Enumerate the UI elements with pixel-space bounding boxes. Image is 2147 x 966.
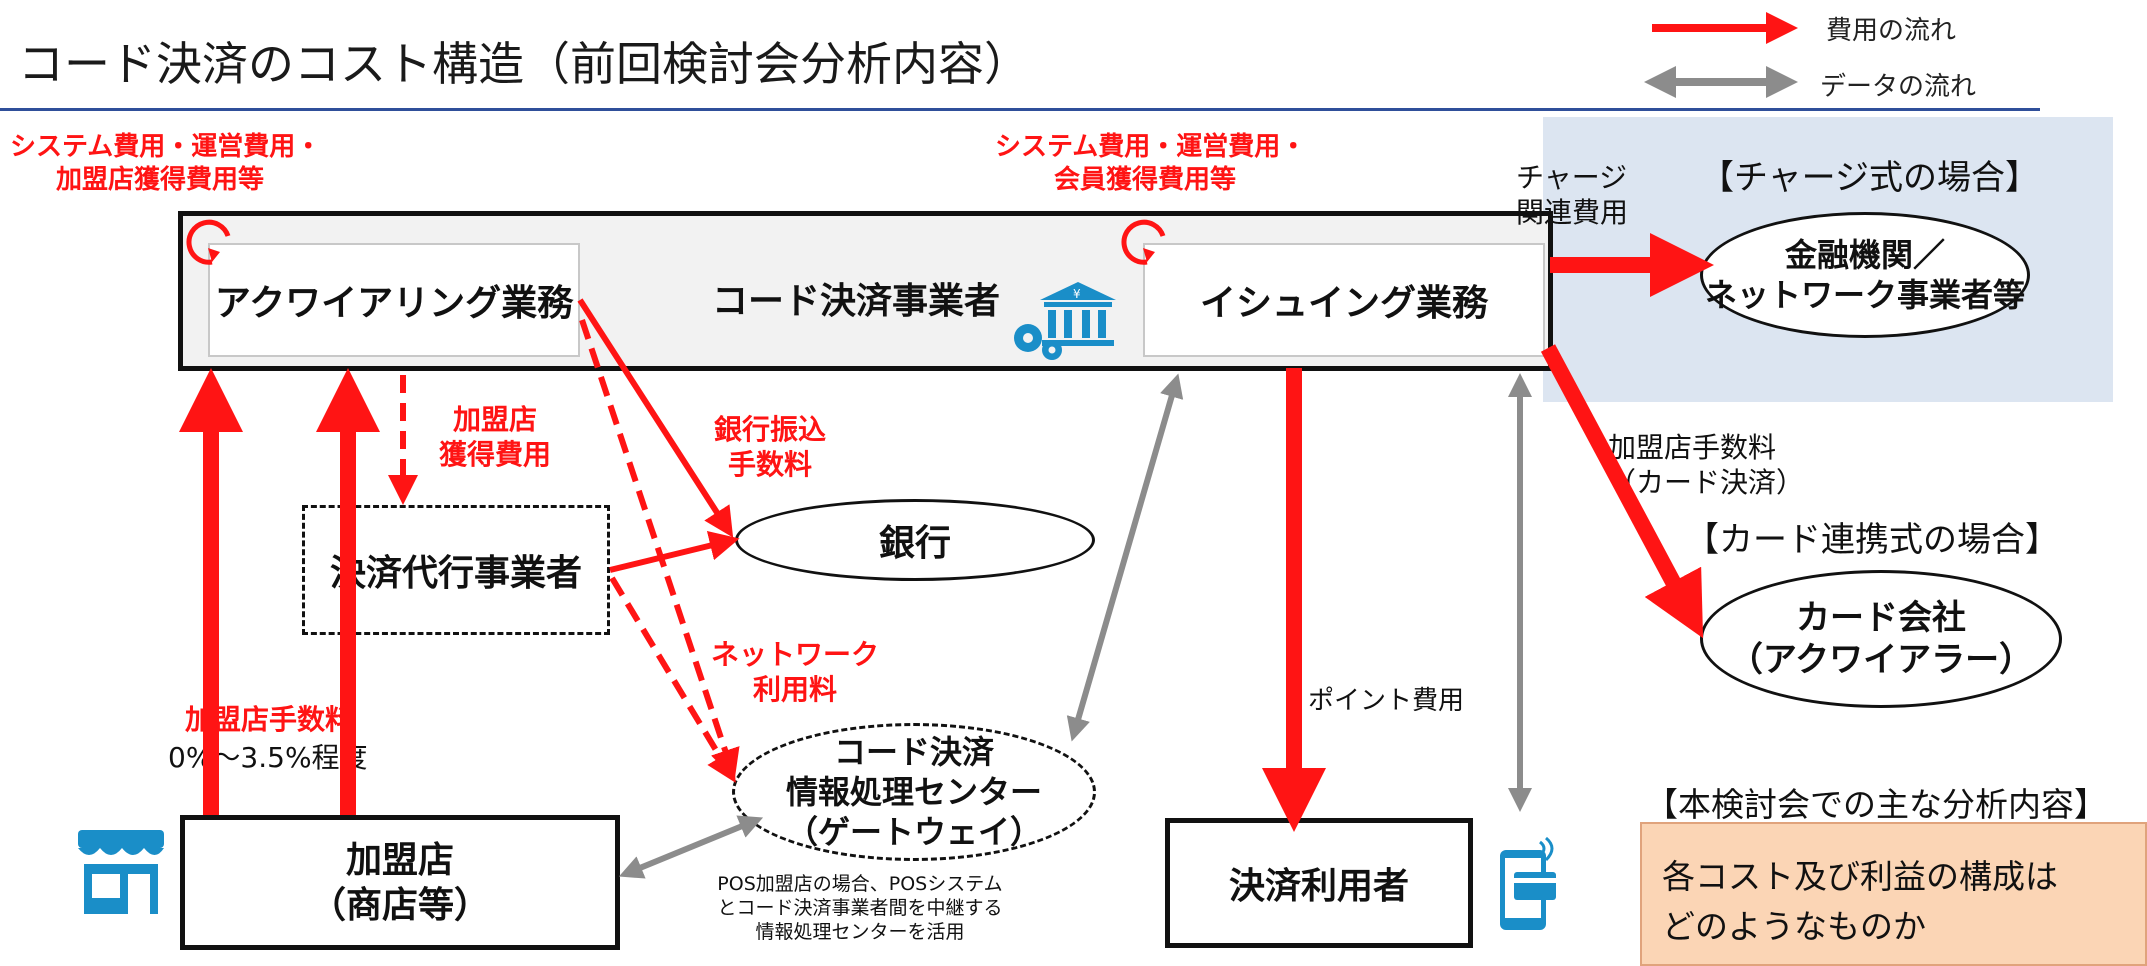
acquiring-label: アクワイアリング業務 [214, 283, 574, 324]
issuing-label: イシュイング業務 [1199, 283, 1488, 324]
acquiring-cycle-icon [186, 219, 231, 265]
acquiring-box: アクワイアリング業務 [208, 243, 580, 357]
bank-label: 銀行 [878, 523, 951, 564]
svg-text:¥: ¥ [1073, 287, 1081, 301]
card-company-node: カード会社（アクワイアラー） [1700, 570, 2062, 708]
payment-agent-label: 決済代行事業者 [329, 553, 582, 594]
legend-cost-flow-label: 費用の流れ [1826, 16, 1957, 46]
charge-cost-label: チャージ関連費用 [1516, 161, 1629, 229]
smartphone-card-icon [1500, 836, 1556, 930]
card-case-heading: 【カード連携式の場合】 [1685, 520, 2059, 560]
gear-icon [1014, 324, 1062, 360]
analysis-body-line-1: 各コスト及び利益の構成は [1662, 857, 2058, 896]
network-fee-label: ネットワーク利用料 [710, 638, 879, 706]
code-payment-operator-label: コード決済事業者 [712, 281, 1001, 322]
merchant-gateway-data-arrow [618, 815, 764, 879]
point-cost-label: ポイント費用 [1308, 686, 1465, 716]
merchant-box: 加盟店（商店等） [180, 815, 620, 950]
card-fee-arrow [1540, 344, 1704, 639]
bank-transfer-fee-label: 銀行振込手数料 [713, 413, 826, 481]
payment-user-label: 決済利用者 [1228, 866, 1409, 907]
merchant-acquisition-fee-label: 加盟店獲得費用 [438, 403, 551, 471]
pos-note: POS加盟店の場合、POSシステムとコード決済事業者間を中継する情報処理センター… [717, 873, 1003, 943]
gateway-issuing-data-arrow [1066, 373, 1184, 742]
charge-case-heading: 【チャージ式の場合】 [1700, 158, 2039, 198]
financial-institution-node: 金融機関／ネットワーク事業者等 [1700, 212, 2030, 338]
title-divider [0, 108, 2040, 111]
page-title: コード決済のコスト構造（前回検討会分析内容） [18, 37, 1030, 91]
analysis-body-line-2: どのようなものか [1662, 906, 1926, 946]
acquiring-costs-label: システム費用・運営費用・加盟店獲得費用等 [10, 132, 322, 195]
acquiring-to-gateway-arrow [579, 319, 740, 780]
issuing-costs-label: システム費用・運営費用・会員獲得費用等 [995, 132, 1307, 195]
legend-data-flow-label: データの流れ [1820, 72, 1977, 102]
bank-building-icon: ¥ [1040, 282, 1116, 346]
acquiring-to-bank-arrow [577, 298, 734, 538]
bank-node: 銀行 [735, 499, 1095, 581]
store-icon [78, 830, 164, 914]
analysis-heading: 【本検討会での主な分析内容】 [1645, 785, 2107, 824]
gateway-node: コード決済情報処理センター（ゲートウェイ） [732, 723, 1096, 861]
issuing-box: イシュイング業務 [1143, 243, 1545, 357]
merchant-fee-rate-label: 0%～3.5%程度 [168, 741, 368, 774]
agent-to-gateway-arrow [609, 576, 736, 783]
agent-to-bank-arrow [609, 530, 740, 573]
analysis-box: 各コスト及び利益の構成は どのようなものか [1640, 822, 2147, 966]
card-merchant-fee-label: 加盟店手数料（カード決済） [1608, 431, 1805, 499]
issuing-cycle-icon [1121, 219, 1166, 265]
